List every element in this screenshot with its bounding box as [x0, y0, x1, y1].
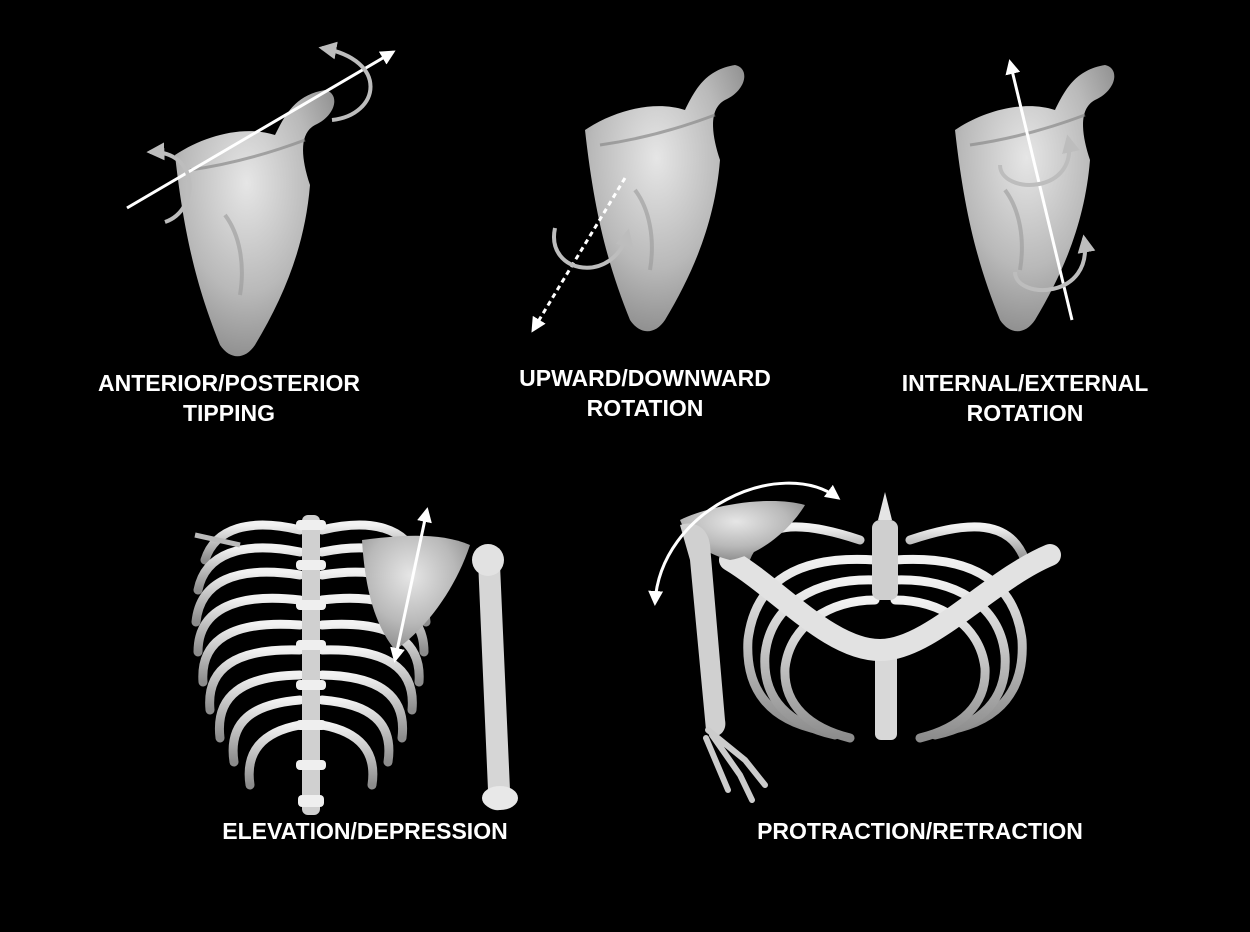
humerus — [478, 557, 511, 811]
hand-bones — [706, 730, 765, 800]
label-upward-rotation: UPWARD/DOWNWARD ROTATION — [480, 363, 810, 423]
label-elevation-line1: ELEVATION/DEPRESSION — [185, 816, 545, 846]
label-tipping-line1: ANTERIOR/POSTERIOR — [64, 368, 394, 398]
label-internal-rotation: INTERNAL/EXTERNAL ROTATION — [860, 368, 1190, 428]
label-internal-line2: ROTATION — [860, 398, 1190, 428]
scapula-internal-rotation-illustration — [955, 62, 1114, 331]
ribcage-anterior-illustration — [655, 483, 1050, 800]
cervical-spine — [872, 520, 898, 600]
label-internal-line1: INTERNAL/EXTERNAL — [860, 368, 1190, 398]
label-tipping: ANTERIOR/POSTERIOR TIPPING — [64, 368, 394, 428]
label-protraction-retraction: PROTRACTION/RETRACTION — [715, 816, 1125, 846]
ribcage-posterior-illustration — [195, 510, 518, 815]
label-upward-line2: ROTATION — [480, 393, 810, 423]
scapula-tipping-illustration — [127, 48, 393, 356]
label-elevation-depression: ELEVATION/DEPRESSION — [185, 816, 545, 846]
scapula-upward-rotation-illustration — [533, 65, 744, 331]
label-tipping-line2: TIPPING — [64, 398, 394, 428]
label-protraction-line1: PROTRACTION/RETRACTION — [715, 816, 1125, 846]
label-upward-line1: UPWARD/DOWNWARD — [480, 363, 810, 393]
